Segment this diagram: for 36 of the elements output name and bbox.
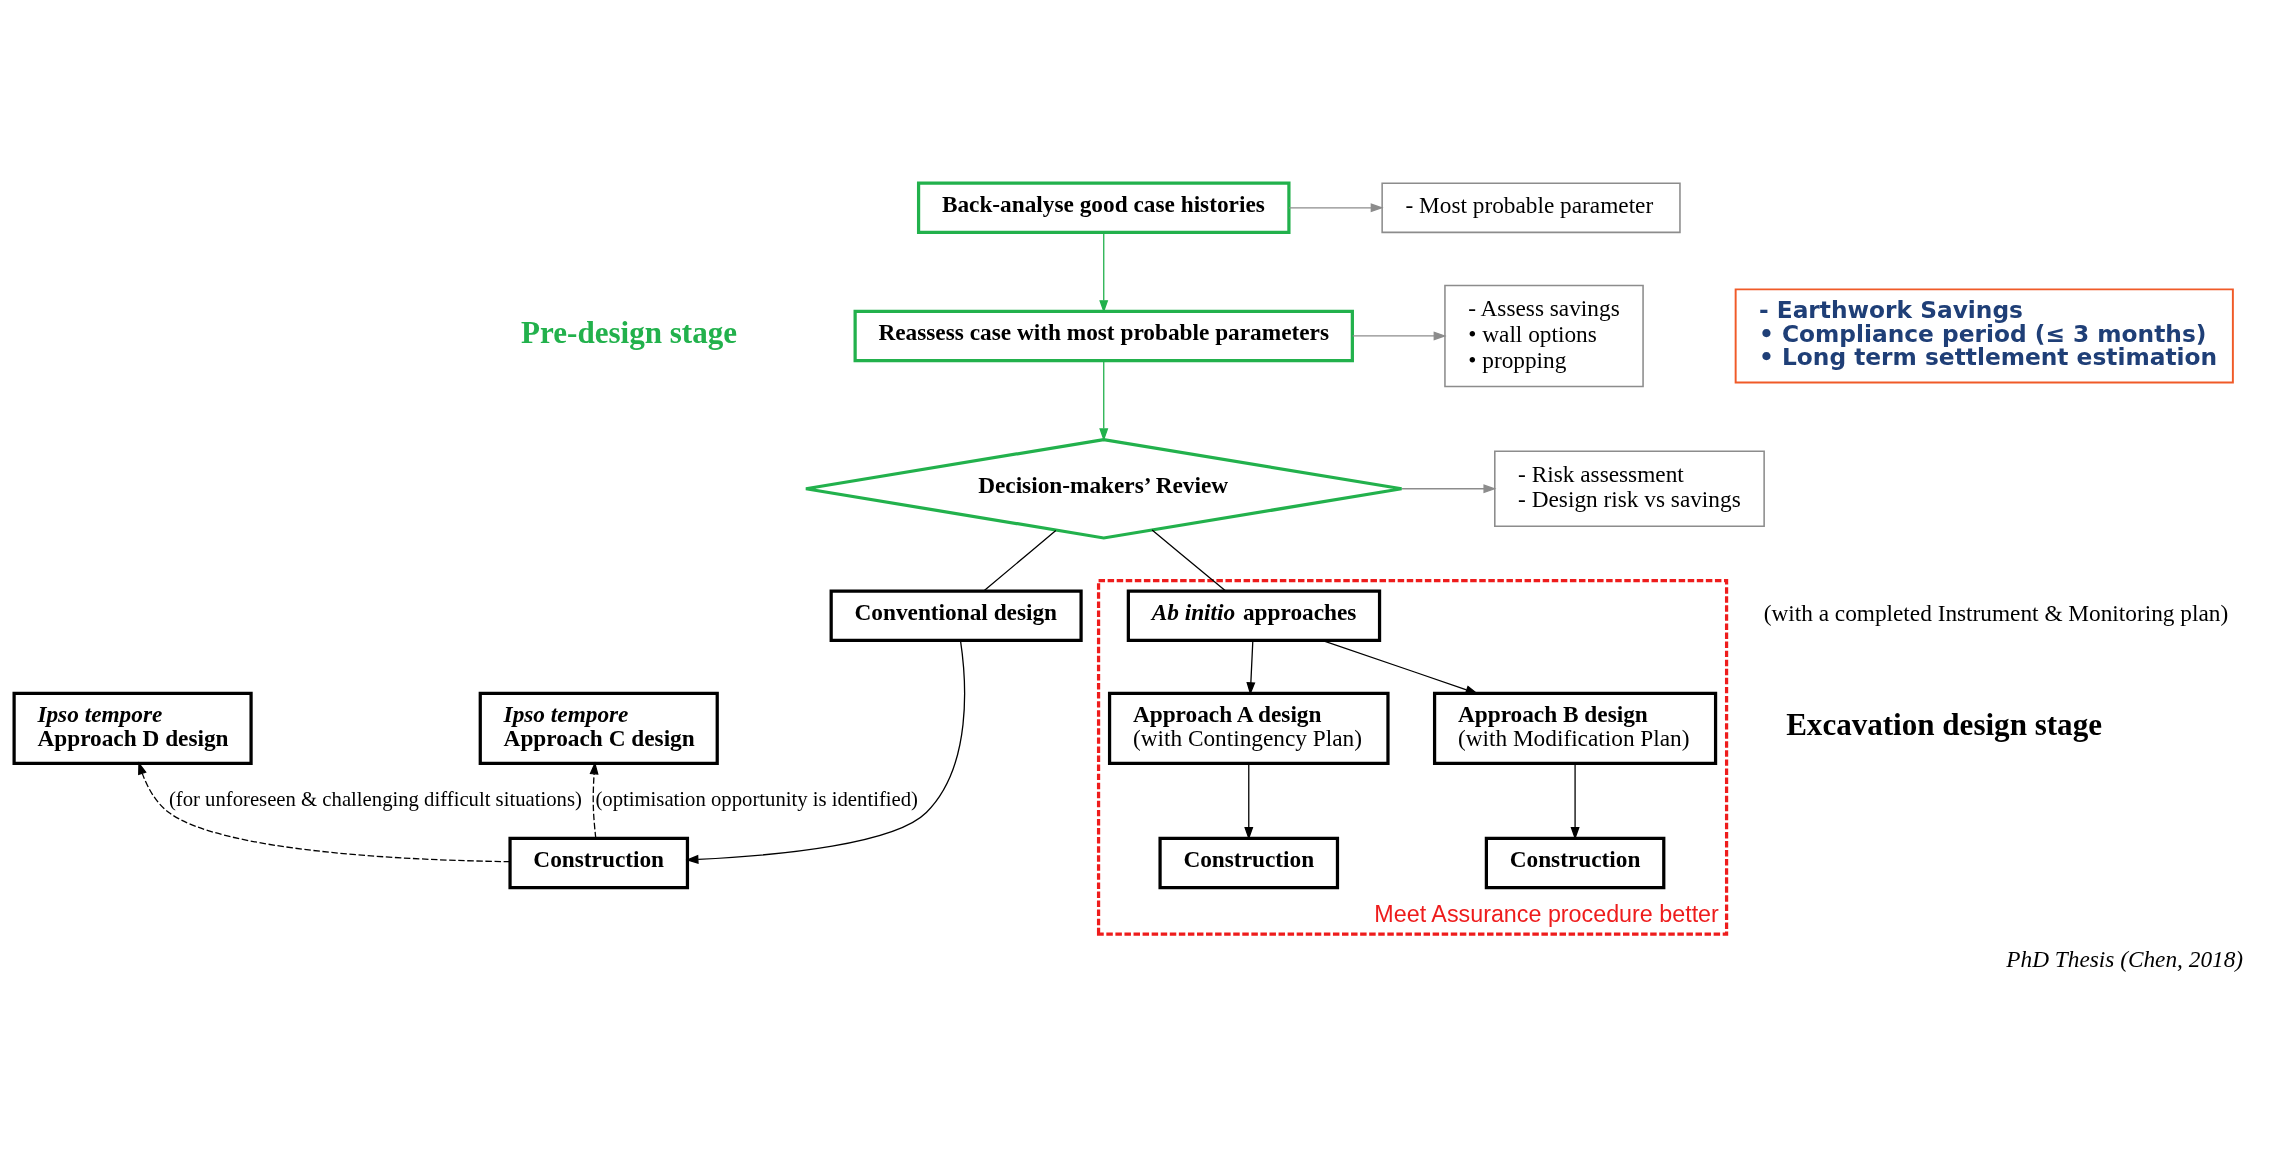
- caption: PhD Thesis (Chen, 2018): [2006, 945, 2244, 972]
- arrow: [1099, 359, 1109, 441]
- node-box: Conventional design: [829, 588, 1083, 642]
- connector: [983, 529, 1057, 591]
- arrow: [685, 639, 966, 864]
- edge-label: (for unforeseen & challenging difficult situations): [168, 787, 582, 810]
- label: (with a completed Instrument & Monitoring plan): [1763, 599, 2229, 626]
- node-box: Construction: [1484, 836, 1666, 889]
- arrow: [1352, 330, 1447, 340]
- node-box: Ipso tempore Approach D design: [12, 691, 253, 765]
- node-box: Construction: [508, 836, 690, 889]
- node-box: - Earthwork Savings • Compliance period (≤ 3 months) • Long term settlement estimation: [1734, 287, 2234, 384]
- label: Excavation design stage: [1786, 706, 2102, 742]
- node-box: Back-analyse good case histories: [916, 181, 1291, 234]
- node-box: - Most probable parameter: [1381, 181, 1681, 233]
- arrow: [138, 761, 511, 862]
- edge-label: (optimisation opportunity is identified): [595, 787, 919, 810]
- node-box: Reassess case with most probable parameters: [853, 309, 1354, 362]
- label: Pre-design stage: [521, 314, 738, 350]
- node-diamond: Decision-makers’ Review: [804, 437, 1404, 540]
- node-box: Approach B design (with Modification Plan): [1432, 691, 1718, 765]
- node-box: Ipso tempore Approach C design: [478, 691, 719, 765]
- arrow: [1099, 231, 1109, 313]
- arrow: [1246, 639, 1256, 695]
- node-box: Approach A design (with Contingency Plan): [1107, 691, 1390, 765]
- node-box: Ab initio approaches: [1126, 588, 1382, 642]
- arrow: [1570, 762, 1580, 840]
- arrow: [1321, 639, 1479, 694]
- arrow: [1288, 202, 1384, 212]
- node-box: - Assess savings • wall options • propping: [1444, 284, 1644, 387]
- arrow: [1244, 762, 1254, 840]
- arrow: [1401, 483, 1497, 493]
- node-box: - Risk assessment - Design risk vs savings: [1494, 449, 1765, 527]
- node-box: Construction: [1158, 836, 1340, 889]
- arrow: [589, 761, 599, 839]
- connector: [1151, 528, 1227, 591]
